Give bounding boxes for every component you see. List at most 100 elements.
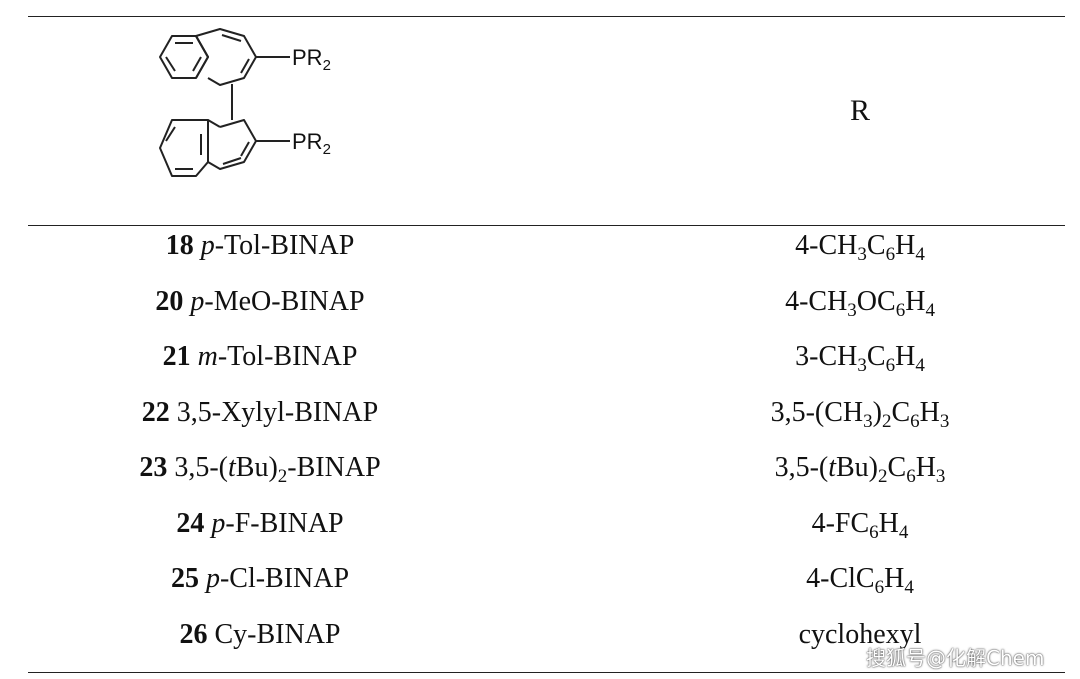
text-segment: H — [919, 396, 940, 428]
table-row: 21 m-Tol-BINAP 3-CH3C6H4 — [0, 335, 1080, 379]
text-segment: t — [228, 452, 236, 483]
r-cell: 4-CH3C6H4 — [640, 224, 1080, 268]
r-cell: 4-FC6H4 — [640, 502, 1080, 546]
text-segment: ) — [872, 396, 882, 428]
text-segment: 21 — [162, 341, 191, 372]
text-segment: 6 — [910, 410, 920, 432]
upper-pr2-label: PR2 — [292, 45, 331, 74]
ligand-cell: 22 3,5-Xylyl-BINAP — [60, 391, 460, 435]
text-segment: H — [895, 230, 916, 261]
ligand-cell: 24 p-F-BINAP — [60, 502, 460, 546]
text-segment: cyclohexyl — [798, 618, 922, 650]
text-segment: p — [211, 507, 226, 539]
table-row: 25 p-Cl-BINAP 4-ClC6H4 — [0, 557, 1080, 601]
table-row: 24 p-F-BINAP 4-FC6H4 — [0, 502, 1080, 546]
text-segment: 6 — [895, 299, 906, 321]
text-segment: 24 — [176, 507, 205, 539]
text-segment: H — [878, 507, 899, 539]
text-segment — [191, 341, 198, 372]
text-segment: 25 — [170, 563, 199, 594]
text-segment: H — [915, 452, 936, 483]
text-segment: 3,5-( — [774, 452, 829, 483]
r-column-header: R — [849, 94, 870, 127]
ligand-cell: 21 m-Tol-BINAP — [60, 335, 460, 379]
table-header-rule — [28, 225, 1065, 226]
text-segment: 2 — [881, 410, 892, 432]
text-segment: OC — [856, 285, 896, 317]
text-segment: H — [884, 563, 905, 594]
text-segment: C — [891, 396, 911, 428]
text-segment: 3,5-( — [167, 452, 229, 483]
text-segment: 22 — [141, 396, 170, 428]
text-segment: 3 — [939, 410, 950, 432]
text-segment: Cy-BINAP — [207, 618, 341, 650]
text-segment: 3 — [857, 244, 867, 265]
text-segment: 3 — [863, 410, 873, 432]
table-row: 20 p-MeO-BINAP 4-CH3OC6H4 — [0, 280, 1080, 324]
text-segment: 20 — [155, 285, 184, 317]
text-segment: C — [866, 230, 886, 261]
text-segment: 6 — [885, 355, 896, 376]
table-row: 18 p-Tol-BINAP 4-CH3C6H4 — [0, 224, 1080, 268]
text-segment: m — [197, 341, 218, 372]
r-cell: cyclohexyl — [640, 613, 1080, 657]
watermark-text: 搜狐号@化解Chem — [866, 646, 1045, 670]
text-segment: -Tol-BINAP — [214, 230, 355, 261]
text-segment: 3 — [935, 466, 946, 487]
text-segment: -BINAP — [287, 452, 381, 483]
text-segment: 6 — [874, 577, 885, 598]
text-segment: -Tol-BINAP — [217, 341, 358, 372]
text-segment: 4-FC — [811, 507, 870, 539]
binap-structure-diagram: PR2 PR2 — [159, 28, 331, 177]
text-segment: 6 — [869, 521, 879, 543]
text-segment: Bu) — [836, 452, 878, 483]
ligand-cell: 18 p-Tol-BINAP — [60, 224, 460, 268]
text-segment — [199, 563, 206, 594]
table-top-rule — [28, 16, 1065, 17]
text-segment: 18 — [165, 230, 194, 261]
text-segment: H — [905, 285, 926, 317]
text-segment: 26 — [179, 618, 208, 650]
text-segment: C — [887, 452, 907, 483]
text-segment: 4 — [915, 244, 925, 265]
r-cell: 3-CH3C6H4 — [640, 335, 1080, 379]
text-segment: 4-CH — [795, 230, 858, 261]
text-segment: 6 — [906, 466, 916, 487]
table-row: 26 Cy-BINAP cyclohexyl — [0, 613, 1080, 657]
text-segment: 23 — [139, 452, 168, 483]
text-segment: 2 — [878, 466, 888, 487]
lower-pr2-label: PR2 — [292, 129, 331, 158]
text-segment: Bu) — [235, 452, 278, 483]
r-cell: 3,5-(tBu)2C6H3 — [640, 446, 1080, 490]
text-segment: t — [828, 452, 836, 483]
text-segment: p — [205, 563, 220, 594]
text-segment: 4 — [925, 299, 935, 321]
text-segment: 4 — [915, 355, 925, 376]
text-segment: -MeO-BINAP — [204, 285, 365, 317]
text-segment: -F-BINAP — [225, 507, 344, 539]
ligand-cell: 23 3,5-(tBu)2-BINAP — [60, 446, 460, 490]
text-segment: p — [190, 285, 205, 317]
ligand-cell: 20 p-MeO-BINAP — [60, 280, 460, 324]
text-segment: C — [866, 341, 886, 372]
text-segment: 3,5-Xylyl-BINAP — [169, 396, 379, 428]
text-segment: p — [200, 230, 215, 261]
text-segment: 3,5-(CH — [770, 396, 864, 428]
ligand-cell: 26 Cy-BINAP — [60, 613, 460, 657]
text-segment: 3-CH — [795, 341, 858, 372]
ligand-cell: 25 p-Cl-BINAP — [60, 557, 460, 601]
text-segment: 2 — [277, 466, 288, 487]
r-cell: 4-CH3OC6H4 — [640, 280, 1080, 324]
text-segment: -Cl-BINAP — [219, 563, 350, 594]
text-segment: 4 — [898, 521, 909, 543]
r-cell: 3,5-(CH3)2C6H3 — [640, 391, 1080, 435]
text-segment: H — [895, 341, 916, 372]
text-segment: 3 — [857, 355, 867, 376]
text-segment: 4-ClC — [806, 563, 875, 594]
text-segment: 4 — [904, 577, 914, 598]
r-cell: 4-ClC6H4 — [640, 557, 1080, 601]
text-segment: 4-CH — [785, 285, 848, 317]
text-segment: 6 — [885, 244, 896, 265]
